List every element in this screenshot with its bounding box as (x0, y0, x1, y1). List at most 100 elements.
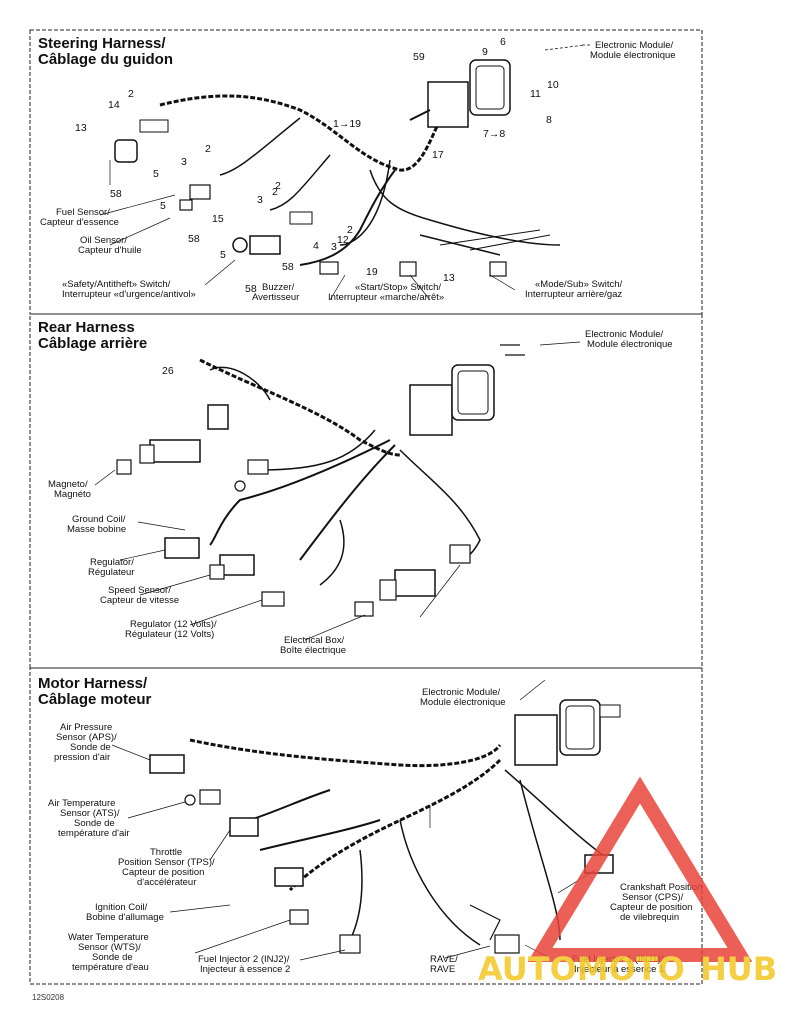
label-wts-4: température d'eau (72, 962, 149, 973)
callout: 11 (530, 88, 541, 100)
callout: 7→8 (483, 128, 505, 140)
label-tps: Throttle (150, 847, 182, 858)
callout: 3 (181, 156, 187, 168)
label-electronic-module-fr: Module électronique (590, 50, 676, 61)
callout: 2 (128, 88, 134, 100)
steering-title: Steering Harness/ (38, 35, 166, 52)
label-start-switch: «Start/Stop» Switch/ (355, 282, 441, 293)
callout: 15 (212, 213, 224, 225)
label-cps-3: Capteur de position (610, 902, 692, 913)
label-buzzer: Buzzer/ (262, 282, 295, 293)
steering-callouts: 2 2 2 2 2 3 3 3 4 5 5 5 6 7→8 8 9 10 11 … (75, 36, 559, 295)
callout: 26 (162, 365, 174, 377)
callout: 9 (482, 46, 488, 58)
label-injector-2-fr: Injecteur à essence 2 (200, 964, 290, 975)
label-regulator: Regulator/ (90, 557, 134, 568)
callout: 1→19 (333, 118, 361, 130)
label-electronic-module-fr: Module électronique (420, 697, 506, 708)
callout: 2 (272, 186, 278, 198)
label-speed-sensor: Speed Sensor/ (108, 585, 171, 596)
callout: 14 (108, 99, 120, 111)
label-ground-coil-fr: Masse bobine (67, 524, 126, 535)
label-aps-3: Sonde de (70, 742, 111, 753)
watermark-text: AUTOMOTO (478, 950, 685, 988)
label-cps-4: de vilebrequin (620, 912, 679, 923)
callout: 59 (413, 51, 425, 63)
callout: 2 (205, 143, 211, 155)
label-injector-2: Fuel Injector 2 (INJ2)/ (198, 954, 290, 965)
watermark-triangle-icon (527, 776, 753, 962)
label-tps-3: Capteur de position (122, 867, 204, 878)
callout: 58 (188, 233, 200, 245)
motor-panel-frame (29, 667, 703, 985)
label-magneto-fr: Magnéto (54, 489, 91, 500)
figure-code: 12S0208 (32, 993, 65, 1002)
steering-labels: Electronic Module/ Module électronique F… (40, 40, 676, 303)
label-tps-4: d'accélérateur (137, 877, 196, 888)
label-speed-sensor-fr: Capteur de vitesse (100, 595, 179, 606)
label-electronic-module: Electronic Module/ (422, 687, 501, 698)
label-ats-3: Sonde de (74, 818, 115, 829)
label-ats: Air Temperature (48, 798, 115, 809)
label-oil-sensor-fr: Capteur d'huile (78, 245, 142, 256)
callout: 6 (500, 36, 506, 48)
label-oil-sensor: Oil Sensor/ (80, 235, 127, 246)
label-ignition-coil: Ignition Coil/ (95, 902, 148, 913)
label-fuel-sensor-fr: Capteur d'essence (40, 217, 119, 228)
rear-subtitle: Câblage arrière (38, 335, 147, 352)
label-buzzer-fr: Avertisseur (252, 292, 299, 303)
label-mode-switch-fr: Interrupteur arrière/gaz (525, 289, 622, 300)
callout: 10 (547, 79, 559, 91)
callout: 5 (220, 249, 226, 261)
callout: 3 (331, 241, 337, 253)
callout: 12 (337, 234, 349, 246)
callout: 4 (313, 240, 319, 252)
label-safety-switch-fr: Interrupteur «d'urgence/antivol» (62, 289, 196, 300)
label-electrical-box-fr: Boîte électrique (280, 645, 346, 656)
callout: 58 (110, 188, 122, 200)
callout: 5 (153, 168, 159, 180)
label-wts: Water Temperature (68, 932, 149, 943)
rear-labels: Electronic Module/ Module électronique M… (48, 329, 673, 656)
motor-subtitle: Câblage moteur (38, 691, 152, 708)
label-tps-2: Position Sensor (TPS)/ (118, 857, 215, 868)
label-ats-4: température d'air (58, 828, 130, 839)
label-ground-coil: Ground Coil/ (72, 514, 126, 525)
callout: 17 (432, 149, 444, 161)
label-safety-switch: «Safety/Antitheft» Switch/ (62, 279, 171, 290)
label-wts-2: Sensor (WTS)/ (78, 942, 141, 953)
label-rave-fr: RAVE (430, 964, 455, 975)
motor-harness-drawing (111, 679, 621, 961)
callout: 58 (245, 283, 257, 295)
label-aps-4: pression d'air (54, 752, 110, 763)
watermark-text-hub: HUB (700, 950, 777, 988)
label-start-switch-fr: Interrupteur «marche/arrêt» (328, 292, 444, 303)
watermark-logo: AUTOMOTO HUB (478, 776, 777, 988)
label-cps-2: Sensor (CPS)/ (622, 892, 684, 903)
label-aps: Air Pressure (60, 722, 112, 733)
callout: 58 (282, 261, 294, 273)
rear-callouts: 26 (162, 365, 174, 377)
label-electronic-module-fr: Module électronique (587, 339, 673, 350)
label-regulator-fr: Régulateur (88, 567, 134, 578)
callout: 2 (275, 180, 281, 192)
label-rave: RAVE/ (430, 954, 458, 965)
label-aps-2: Sensor (APS)/ (56, 732, 117, 743)
rear-harness-drawing (94, 341, 581, 641)
callout: 5 (160, 200, 166, 212)
callout: 8 (546, 114, 552, 126)
callout: 2 (347, 224, 353, 236)
label-mode-switch: «Mode/Sub» Switch/ (535, 279, 622, 290)
steering-harness-drawing (99, 44, 590, 301)
label-fuel-sensor: Fuel Sensor/ (56, 207, 110, 218)
callout: 13 (75, 122, 87, 134)
label-injector-1-fr: Injecteur à essence 1 (574, 964, 664, 975)
motor-title: Motor Harness/ (38, 675, 148, 692)
label-electronic-module: Electronic Module/ (585, 329, 664, 340)
rear-title: Rear Harness (38, 319, 135, 336)
label-electronic-module: Electronic Module/ (595, 40, 674, 51)
label-magneto: Magneto/ (48, 479, 88, 490)
label-cps: Crankshaft Position (620, 882, 702, 893)
steering-subtitle: Câblage du guidon (38, 51, 173, 68)
